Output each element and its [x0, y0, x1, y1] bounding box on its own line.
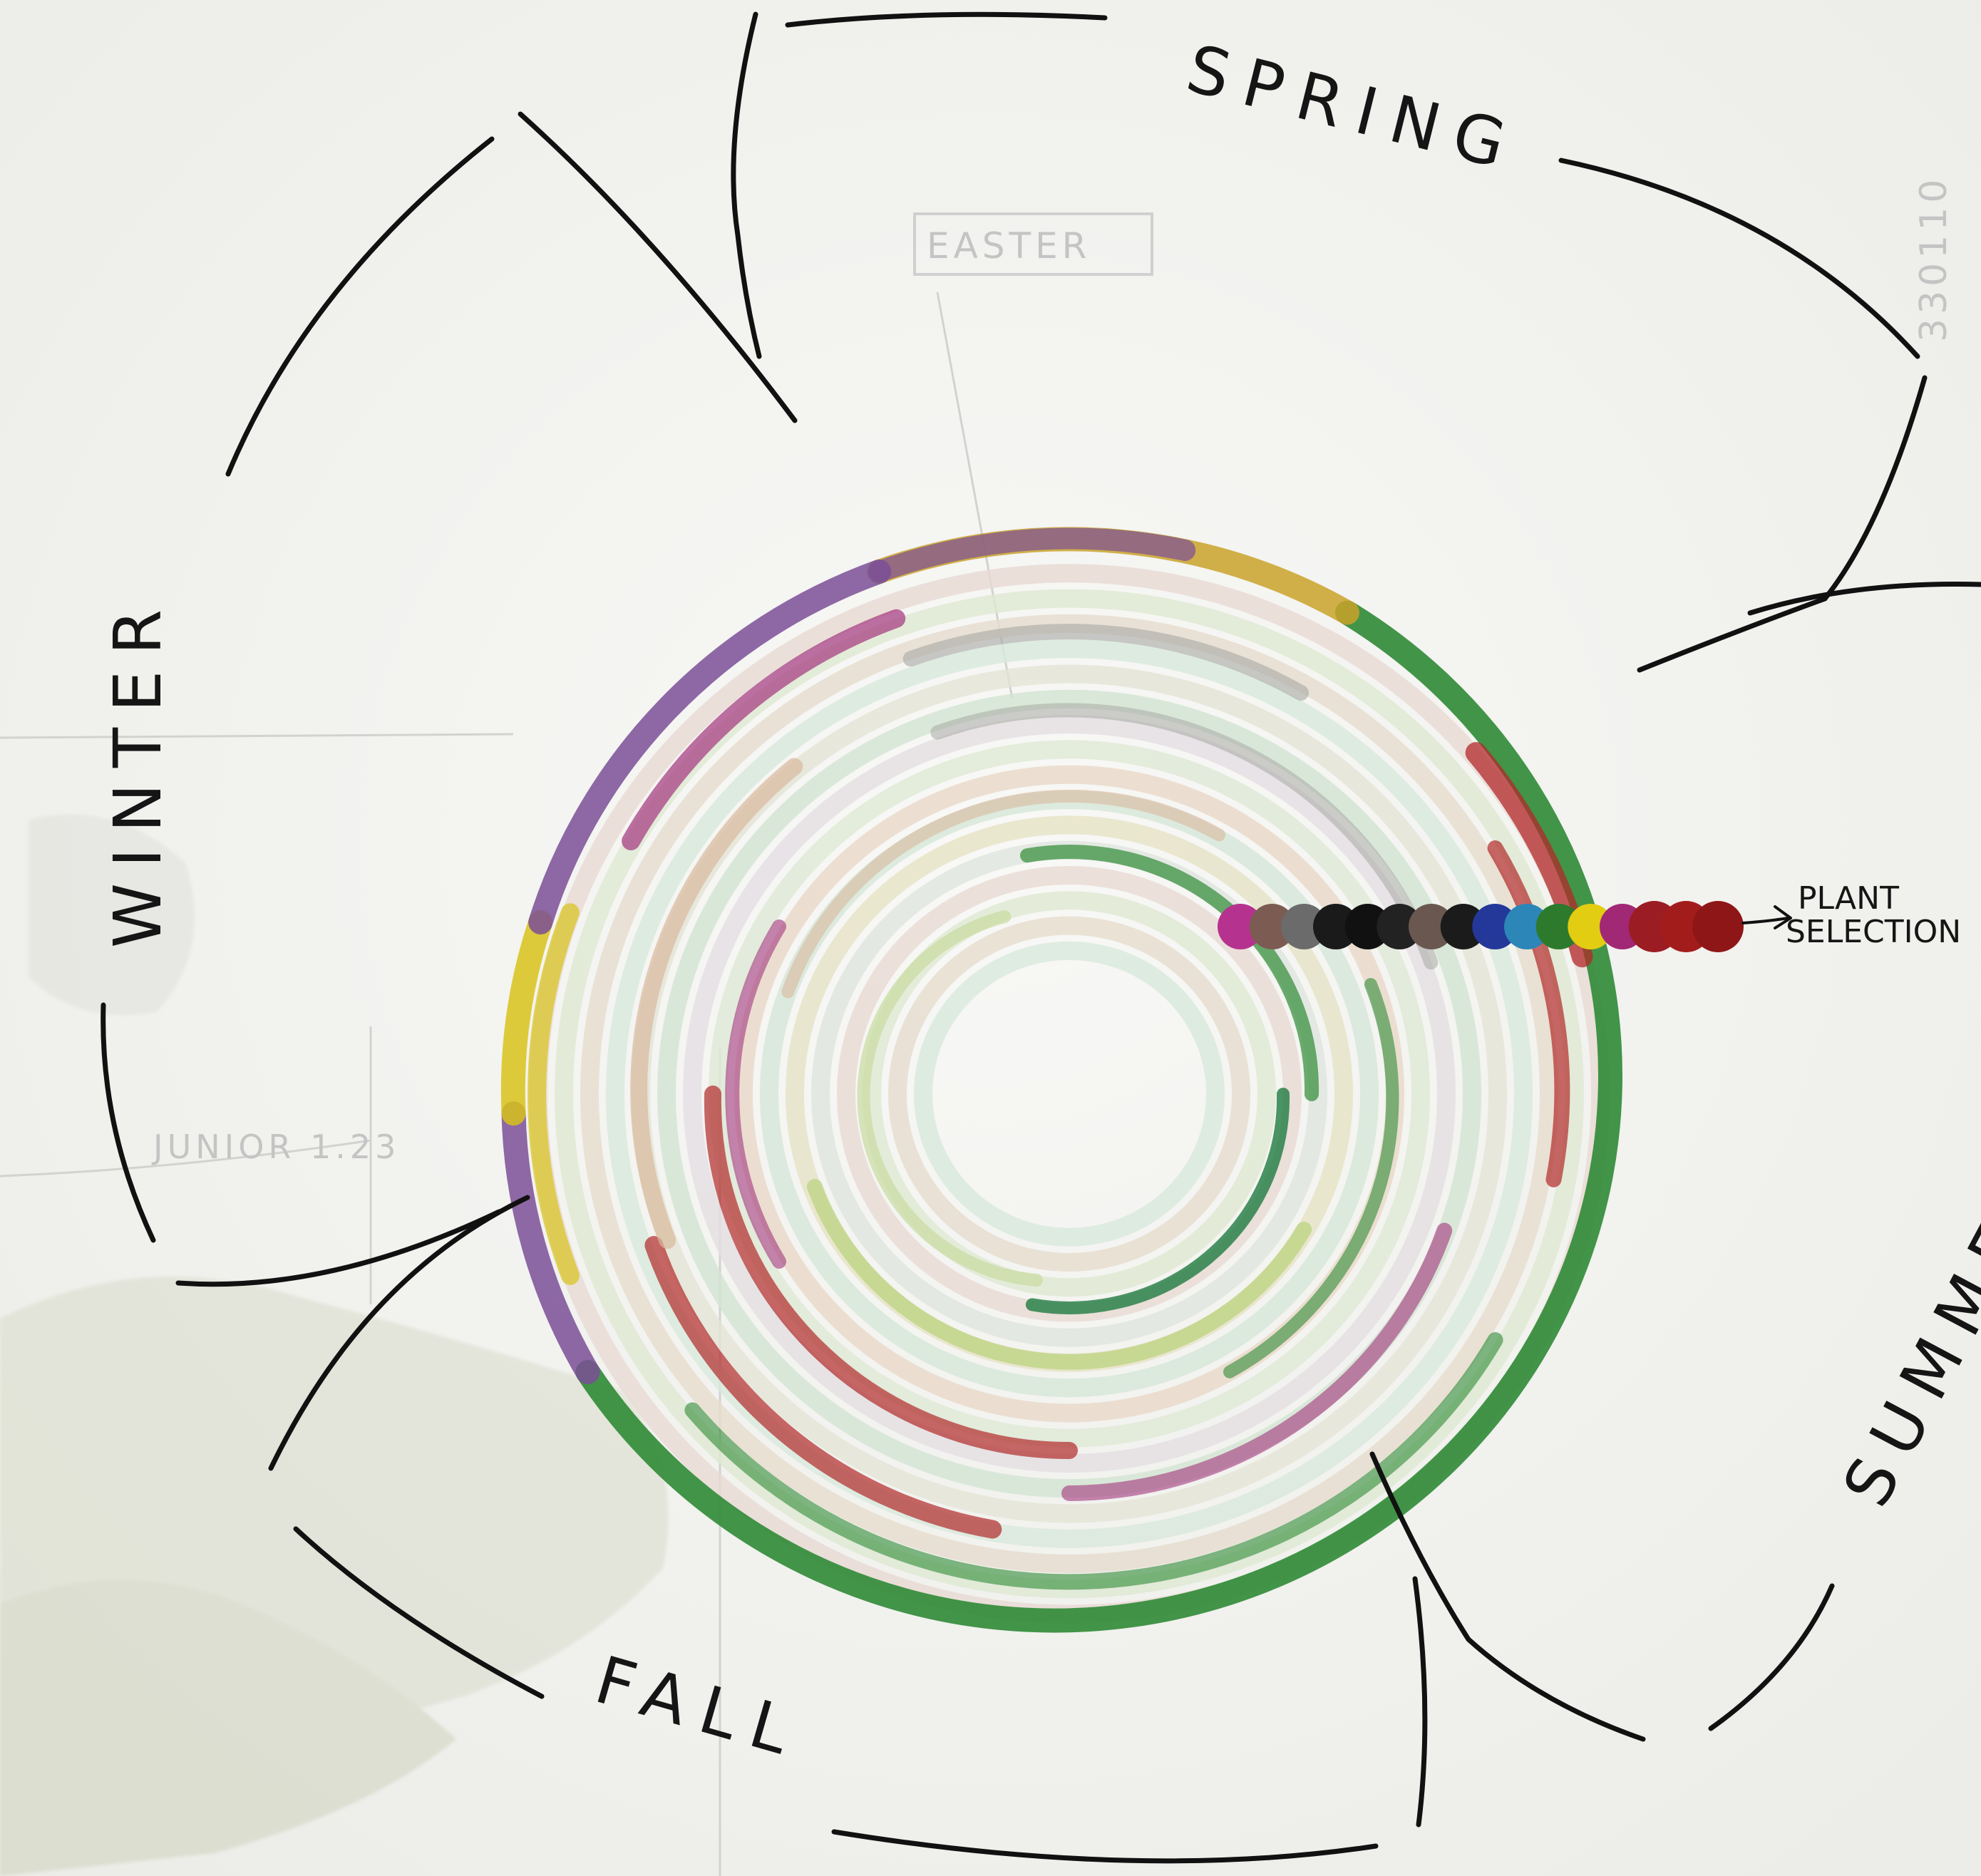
plant-selection-line2: SELECTION: [1786, 914, 1961, 950]
plant-dot: [1692, 901, 1744, 952]
faint-note-right-edge-text: 330110: [1913, 175, 1955, 342]
winter-label: WINTER: [100, 594, 176, 948]
faint-note-left: JUNIOR 1.23: [151, 1128, 400, 1166]
faint-note-top-text: EASTER: [927, 225, 1091, 267]
faint-note-right-edge: 330110: [1913, 175, 1955, 342]
faint-note-left-text: JUNIOR 1.23: [151, 1128, 400, 1166]
plant-selection-line1: PLANT: [1798, 880, 1899, 917]
